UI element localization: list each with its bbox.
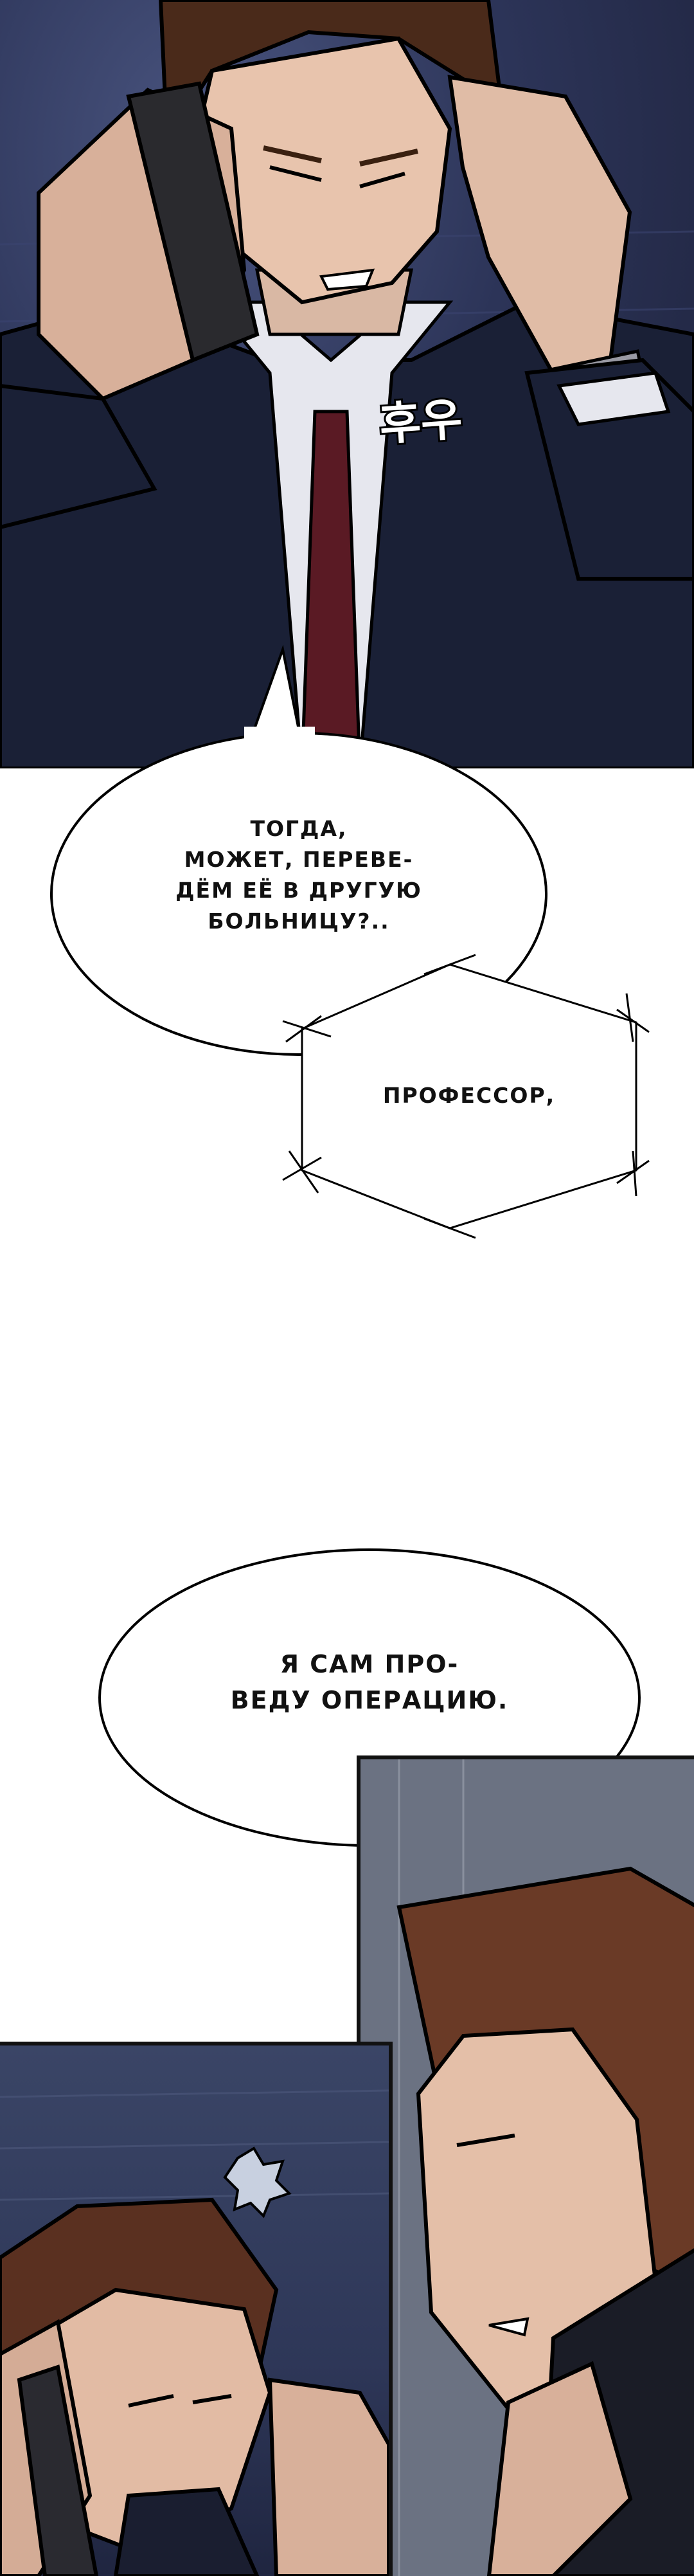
narration-bubble-text: ПРОФЕССОР, xyxy=(334,1080,604,1111)
anger-mark-icon xyxy=(223,2146,292,2218)
bubble-line: МОЖЕТ, ПЕРЕВЕ- xyxy=(184,847,414,872)
panel-young-man-profile xyxy=(357,1755,694,2576)
narration-bubble-hexagon xyxy=(282,954,650,1239)
annoyed-man-illustration xyxy=(0,2089,389,2576)
panel-man-on-phone: 후우 xyxy=(0,0,694,768)
panel-man-annoyed xyxy=(0,2042,393,2576)
bubble-line: ВЕДУ ОПЕРАЦИЮ. xyxy=(230,1686,509,1714)
bubble-line: Я САМ ПРО- xyxy=(280,1650,459,1678)
man-on-phone-illustration xyxy=(0,0,694,768)
young-man-illustration xyxy=(360,1759,694,2576)
bubble-line: ТОГДА, xyxy=(250,816,348,841)
speech-bubble-3-text: Я САМ ПРО- ВЕДУ ОПЕРАЦИЮ. xyxy=(161,1646,578,1718)
speech-bubble-1-text: ТОГДА, МОЖЕТ, ПЕРЕВЕ- ДЁМ ЕЁ В ДРУГУЮ БО… xyxy=(129,813,469,937)
bubble-line: БОЛЬНИЦУ?.. xyxy=(208,909,390,934)
bubble-line: ДЁМ ЕЁ В ДРУГУЮ xyxy=(175,878,422,903)
bubble-line: ПРОФЕССОР, xyxy=(382,1083,556,1108)
